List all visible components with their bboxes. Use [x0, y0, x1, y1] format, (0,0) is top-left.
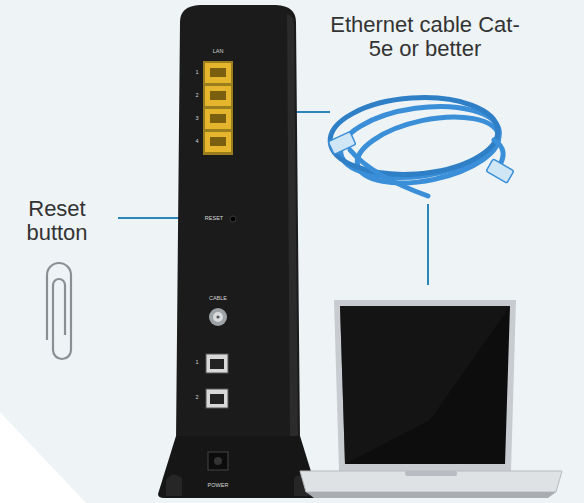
lan-port-frame	[203, 61, 233, 155]
rj45-plug	[328, 132, 514, 183]
cable-lead	[350, 150, 428, 196]
coax-pin	[216, 315, 219, 318]
port-number: 3	[195, 116, 198, 122]
button-label: RESET	[205, 216, 223, 222]
lan-port-slot	[210, 91, 226, 100]
lan-port	[205, 86, 231, 106]
phone-port	[206, 354, 228, 373]
coax-nut	[209, 308, 227, 326]
cable-loop	[328, 92, 501, 180]
lan-port	[205, 63, 231, 83]
background-corner	[0, 412, 86, 503]
modem	[158, 5, 318, 498]
rj45-plug-body	[328, 132, 356, 155]
laptop	[300, 300, 562, 498]
port-label: LAN	[213, 49, 224, 55]
port-number: 1	[195, 360, 198, 366]
callout-label: Ethernet cable Cat-5e or better	[325, 13, 525, 61]
phone-ports	[206, 354, 228, 408]
lan-ports	[203, 61, 233, 155]
power-jack-hole	[214, 457, 222, 465]
port-number: 2	[195, 93, 198, 99]
modem-foot	[166, 474, 182, 496]
phone-port	[206, 389, 228, 408]
lan-port	[205, 132, 231, 152]
laptop-screen	[340, 306, 510, 464]
power-jack	[208, 452, 228, 470]
port-label: POWER	[208, 483, 229, 489]
phone-port-slot	[210, 359, 224, 369]
modem-edge	[287, 14, 298, 440]
cable-loop	[351, 106, 504, 195]
leader-line	[427, 204, 429, 285]
modem-base	[158, 436, 318, 498]
port-number: 2	[195, 395, 198, 401]
port-label: CABLE	[209, 296, 227, 302]
modem-body	[176, 5, 300, 440]
reset-hole	[230, 216, 236, 222]
lan-port-slot	[210, 114, 226, 123]
port-number: 1	[195, 70, 198, 76]
paperclip	[47, 263, 71, 359]
laptop-base	[300, 471, 562, 492]
lan-port-slot	[210, 137, 226, 146]
coax-connector	[209, 308, 227, 326]
callout-label: Reset button	[7, 197, 107, 245]
coax-inner	[213, 312, 223, 322]
port-number: 4	[195, 139, 198, 145]
laptop-notch	[405, 471, 457, 476]
laptop-lid	[334, 300, 516, 471]
rj45-plug-body	[486, 159, 514, 183]
lan-port	[205, 109, 231, 129]
laptop-base-edge	[306, 492, 556, 498]
lan-port-slot	[210, 68, 226, 77]
screen-glare	[340, 306, 510, 464]
phone-port-slot	[210, 394, 224, 404]
ethernet-cable	[328, 92, 505, 196]
